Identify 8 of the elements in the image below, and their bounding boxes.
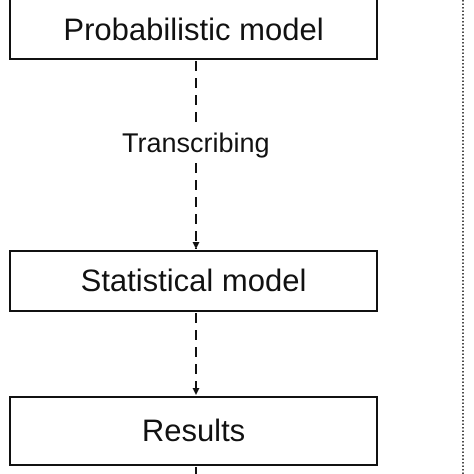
box-label: Results: [142, 413, 246, 449]
process-box: [9, 396, 378, 466]
process-box: [9, 250, 378, 312]
arrow: [192, 313, 200, 395]
box-label: Probabilistic model: [63, 12, 324, 48]
connector-line: [195, 467, 197, 474]
process-box: [9, 0, 378, 60]
box-label: Statistical model: [80, 263, 306, 299]
